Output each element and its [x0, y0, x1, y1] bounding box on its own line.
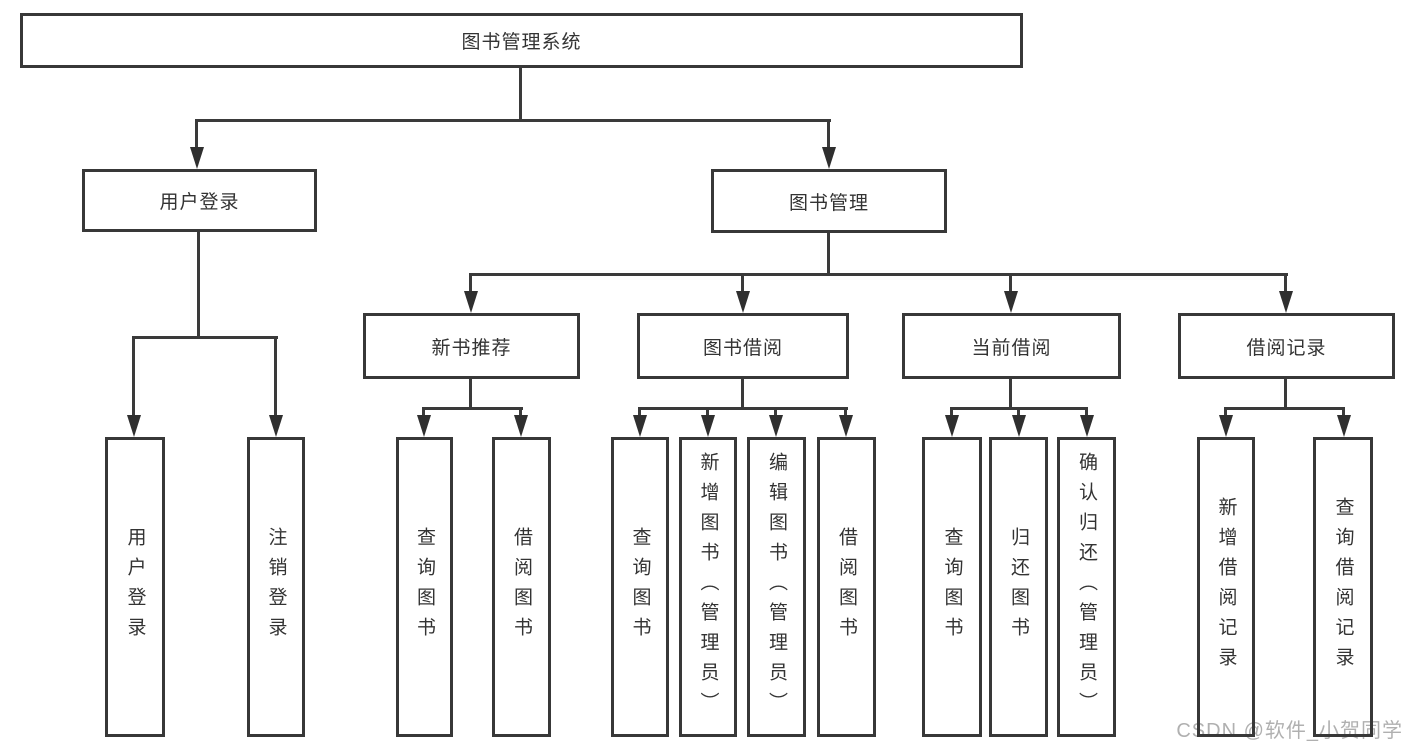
connector-drop: [519, 407, 522, 419]
leaf-label: 新增图书（管理员）: [697, 452, 719, 722]
connector-stem: [519, 68, 522, 122]
connector-drop: [844, 407, 847, 419]
leaf-label: 编辑图书（管理员）: [766, 452, 787, 722]
arrowhead: [190, 147, 204, 169]
leaf-current-confirm-return-admin: 确认归还（管理员）: [1057, 437, 1116, 737]
arrowhead: [822, 147, 836, 169]
arrowhead: [1012, 415, 1026, 437]
leaf-current-query-books: 查询图书: [922, 437, 982, 737]
connector-drop: [422, 407, 425, 419]
leaf-user-login: 用户登录: [105, 437, 165, 737]
leaf-query-borrow-record: 查询借阅记录: [1313, 437, 1373, 737]
arrowhead: [269, 415, 283, 437]
connector-drop: [1017, 407, 1020, 419]
leaf-label: 确认归还（管理员）: [1076, 452, 1097, 722]
leaf-label: 归还图书: [1008, 527, 1029, 647]
connector-stem: [469, 379, 472, 410]
arrowhead: [1080, 415, 1094, 437]
arrowhead: [701, 415, 715, 437]
leaf-label: 查询图书: [629, 527, 651, 647]
arrowhead: [839, 415, 853, 437]
leaf-label: 用户登录: [124, 527, 146, 647]
node-label: 图书借阅: [702, 337, 783, 359]
leaf-label: 新增借阅记录: [1215, 497, 1237, 677]
connector-stem: [827, 233, 830, 276]
arrowhead: [514, 415, 528, 437]
connector-stem: [197, 232, 200, 339]
connector-bar: [638, 407, 848, 410]
leaf-newbook-query-books: 查询图书: [396, 437, 453, 737]
leaf-label: 借阅图书: [836, 527, 857, 647]
arrowhead: [1219, 415, 1233, 437]
leaf-borrowing-add-books-admin: 新增图书（管理员）: [679, 437, 737, 737]
leaf-label: 注销登录: [265, 527, 287, 647]
node-label: 当前借阅: [971, 337, 1052, 359]
arrowhead: [417, 415, 431, 437]
csdn-watermark: CSDN @软件_小贺同学: [1176, 720, 1403, 742]
connector-drop: [274, 336, 277, 417]
arrowhead: [1004, 291, 1018, 313]
connector-drop: [950, 407, 953, 419]
connector-bar: [1224, 407, 1345, 410]
connector-drop: [195, 119, 198, 151]
leaf-current-return-books: 归还图书: [989, 437, 1048, 737]
connector-drop: [1224, 407, 1227, 419]
node-label: 新书推荐: [431, 337, 512, 359]
node-label: 图书管理: [788, 192, 869, 214]
node-new-book-recommendation: 新书推荐: [363, 313, 580, 379]
connector-stem: [1284, 379, 1287, 410]
connector-stem: [1009, 379, 1012, 410]
connector-bar: [195, 119, 831, 122]
connector-drop: [1284, 273, 1287, 293]
connector-bar: [132, 336, 278, 339]
node-label: 借阅记录: [1246, 337, 1327, 359]
node-book-management-system: 图书管理系统: [20, 13, 1023, 68]
connector-stem: [741, 379, 744, 410]
connector-drop: [469, 273, 472, 293]
connector-drop: [638, 407, 641, 419]
leaf-borrowing-borrow-books: 借阅图书: [817, 437, 876, 737]
arrowhead: [464, 291, 478, 313]
connector-drop: [1342, 407, 1345, 419]
arrowhead: [1279, 291, 1293, 313]
arrowhead: [736, 291, 750, 313]
connector-drop: [132, 336, 135, 417]
connector-drop: [1009, 273, 1012, 293]
node-borrowing-records: 借阅记录: [1178, 313, 1395, 379]
arrowhead: [945, 415, 959, 437]
arrowhead: [633, 415, 647, 437]
connector-drop: [774, 407, 777, 419]
connector-drop: [741, 273, 744, 293]
leaf-newbook-borrow-books: 借阅图书: [492, 437, 551, 737]
connector-drop: [827, 119, 830, 151]
connector-bar: [422, 407, 523, 410]
node-current-borrowing: 当前借阅: [902, 313, 1121, 379]
leaf-add-borrow-record: 新增借阅记录: [1197, 437, 1255, 737]
leaf-label: 借阅图书: [511, 527, 532, 647]
node-book-management: 图书管理: [711, 169, 947, 233]
leaf-label: 查询借阅记录: [1332, 497, 1354, 677]
node-user-login: 用户登录: [82, 169, 317, 232]
leaf-borrowing-edit-books-admin: 编辑图书（管理员）: [747, 437, 806, 737]
connector-bar: [469, 273, 1288, 276]
node-label: 用户登录: [159, 192, 240, 213]
node-label: 图书管理系统: [461, 32, 582, 53]
leaf-label: 查询图书: [941, 527, 963, 647]
connector-drop: [706, 407, 709, 419]
arrowhead: [769, 415, 783, 437]
connector-drop: [1085, 407, 1088, 419]
arrowhead: [127, 415, 141, 437]
arrowhead: [1337, 415, 1351, 437]
leaf-borrowing-query-books: 查询图书: [611, 437, 669, 737]
node-book-borrowing: 图书借阅: [637, 313, 849, 379]
leaf-label: 查询图书: [414, 527, 435, 647]
leaf-logout: 注销登录: [247, 437, 305, 737]
